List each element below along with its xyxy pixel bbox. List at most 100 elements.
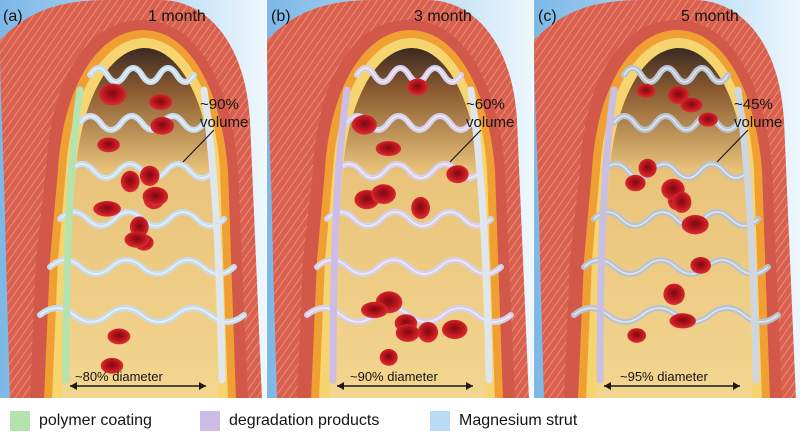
red-blood-cell bbox=[379, 349, 398, 366]
panel-a-time: 1 month bbox=[148, 8, 206, 25]
red-blood-cell bbox=[93, 201, 121, 217]
red-blood-cell bbox=[625, 174, 646, 192]
stent-strut-highlight bbox=[49, 259, 235, 275]
red-blood-cell bbox=[107, 328, 131, 345]
red-blood-cell bbox=[124, 231, 150, 248]
red-blood-cell-body bbox=[375, 141, 402, 157]
polymer-coating-swatch bbox=[10, 411, 30, 431]
stent-right-strut bbox=[467, 86, 493, 384]
diameter-arrowhead-left bbox=[70, 382, 77, 390]
panel-b-volume-label: ~60% volume bbox=[466, 96, 514, 132]
legend-label: degradation products bbox=[229, 412, 380, 429]
panel-a-volume-value: ~90% bbox=[200, 96, 239, 113]
panel-a-letter: (a) bbox=[3, 8, 23, 25]
red-blood-cell bbox=[361, 301, 388, 319]
red-blood-cell bbox=[627, 328, 647, 343]
stent-strut-highlight bbox=[593, 211, 759, 227]
panel-c-time: 5 month bbox=[681, 8, 739, 25]
red-blood-cell bbox=[97, 137, 120, 153]
diameter-arrowhead-left bbox=[337, 382, 344, 390]
panel-b-volume-value: ~60% bbox=[466, 96, 505, 113]
red-blood-cell-body bbox=[406, 78, 429, 96]
red-blood-cell bbox=[668, 86, 689, 105]
red-blood-cell-body bbox=[627, 328, 647, 343]
red-blood-cell bbox=[120, 170, 140, 193]
red-blood-cell bbox=[663, 283, 685, 305]
legend-item-magnesium-strut: Magnesium strut bbox=[430, 410, 577, 432]
panel-b-time: 3 month bbox=[414, 8, 472, 25]
panel-c-art bbox=[534, 0, 800, 400]
panel-a-volume-label: ~90% volume bbox=[200, 96, 248, 132]
stent-strut-highlight bbox=[356, 67, 462, 83]
red-blood-cell-body bbox=[107, 328, 131, 345]
red-blood-cell-body bbox=[93, 201, 121, 217]
red-blood-cell-body bbox=[663, 283, 685, 305]
stent-strut-highlight bbox=[316, 259, 502, 275]
red-blood-cell-body bbox=[690, 257, 711, 274]
panel-a-volume-unit: volume bbox=[200, 114, 249, 131]
volume-pointer-line bbox=[182, 129, 215, 163]
panel-a-diameter-label: ~80% diameter bbox=[75, 369, 163, 384]
red-blood-cell bbox=[672, 191, 692, 213]
legend-label: polymer coating bbox=[39, 412, 152, 429]
red-blood-cell bbox=[351, 115, 377, 135]
stent-strut-highlight bbox=[89, 67, 195, 83]
red-blood-cell bbox=[371, 184, 396, 205]
panel-b-volume-unit: volume bbox=[466, 114, 515, 131]
red-blood-cell bbox=[636, 83, 656, 98]
red-blood-cell bbox=[669, 313, 696, 329]
legend-label: Magnesium strut bbox=[459, 412, 578, 429]
red-blood-cell-body bbox=[417, 321, 439, 343]
red-blood-cell bbox=[406, 78, 429, 96]
red-blood-cell bbox=[395, 324, 420, 342]
red-blood-cell bbox=[690, 257, 711, 274]
red-blood-cell-body bbox=[680, 97, 703, 113]
red-blood-cell-body bbox=[636, 83, 656, 98]
red-blood-cell bbox=[681, 215, 709, 235]
stent-left-strut bbox=[62, 86, 84, 384]
red-blood-cell bbox=[411, 196, 430, 219]
stent-strut-highlight bbox=[603, 163, 749, 179]
red-blood-cell-body bbox=[669, 313, 696, 329]
red-blood-cell bbox=[680, 97, 703, 113]
red-blood-cell-body bbox=[120, 170, 140, 193]
red-blood-cell-body bbox=[97, 137, 120, 153]
red-blood-cell bbox=[375, 141, 402, 157]
diameter-arrowhead-right bbox=[199, 382, 206, 390]
red-blood-cell-body bbox=[100, 357, 124, 374]
red-blood-cell bbox=[638, 158, 657, 178]
red-blood-cell bbox=[98, 83, 127, 106]
red-blood-cell-body bbox=[672, 191, 692, 213]
stent-strut-highlight bbox=[79, 115, 205, 131]
red-blood-cell bbox=[442, 319, 468, 340]
red-blood-cell-body bbox=[638, 158, 657, 178]
red-blood-cell bbox=[417, 321, 439, 343]
panel-c-volume-label: ~45% volume bbox=[734, 96, 782, 132]
red-blood-cell bbox=[142, 186, 169, 207]
red-blood-cell bbox=[698, 112, 718, 127]
red-blood-cell-body bbox=[142, 186, 169, 207]
red-blood-cell-body bbox=[625, 174, 646, 192]
red-blood-cell bbox=[100, 357, 124, 374]
legend-item-degradation-products: degradation products bbox=[200, 410, 379, 432]
stent-strut-highlight bbox=[326, 211, 492, 227]
degradation-products-swatch bbox=[200, 411, 220, 431]
red-blood-cell bbox=[446, 165, 469, 184]
red-blood-cell-body bbox=[371, 184, 396, 205]
panel-a-art bbox=[0, 0, 266, 400]
stent-strut-highlight bbox=[39, 307, 245, 323]
red-blood-cell-body bbox=[442, 319, 468, 340]
figure-artwork bbox=[0, 0, 800, 400]
red-blood-cell-body bbox=[150, 116, 174, 135]
red-blood-cell-body bbox=[681, 215, 709, 235]
stent-right-strut bbox=[200, 86, 226, 384]
diameter-arrowhead-right bbox=[466, 382, 473, 390]
stent-strut-highlight bbox=[613, 115, 739, 131]
volume-pointer-line bbox=[449, 129, 482, 163]
stent-right-strut bbox=[734, 86, 760, 384]
panel-c-diameter-label: ~95% diameter bbox=[620, 369, 708, 384]
panel-b-art bbox=[267, 0, 533, 400]
red-blood-cell-body bbox=[351, 115, 377, 135]
panel-b-letter: (b) bbox=[271, 8, 291, 25]
